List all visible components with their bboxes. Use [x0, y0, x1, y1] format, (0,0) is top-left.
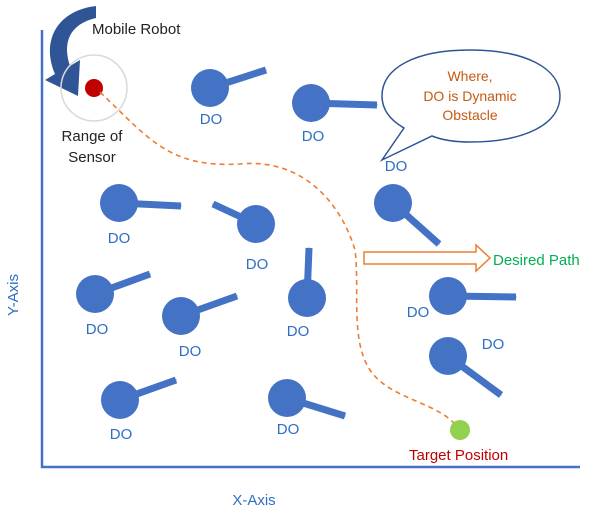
callout-line2: DO is Dynamic	[423, 88, 516, 104]
y-axis-label: Y-Axis	[5, 274, 22, 316]
dynamic-obstacle: DO	[76, 270, 152, 338]
range-label-line1: Range of	[62, 128, 124, 145]
planned-path	[99, 91, 459, 429]
desired-path-label: Desired Path	[493, 252, 580, 269]
mobile-robot-label: Mobile Robot	[92, 21, 181, 38]
x-axis-label: X-Axis	[232, 492, 275, 509]
callout-line3: Obstacle	[442, 107, 497, 123]
obstacle-label: DO	[108, 230, 131, 247]
dynamic-obstacle: DO	[292, 84, 378, 145]
dynamic-obstacle: DO	[100, 184, 182, 247]
obstacle-label: DO	[200, 111, 223, 128]
obstacle-label: DO	[302, 128, 325, 145]
obstacle-label: DO	[277, 421, 300, 438]
callout-line1: Where,	[447, 68, 492, 84]
target-dot	[450, 420, 470, 440]
obstacle-label: DO	[179, 343, 202, 360]
obstacle-label: DO	[86, 321, 109, 338]
dynamic-obstacle: DO	[162, 292, 239, 360]
obstacle-label: DO	[482, 336, 505, 353]
range-label-line2: Sensor	[68, 149, 116, 166]
obstacle-label: DO	[407, 304, 430, 321]
dynamic-obstacle: DO	[211, 200, 275, 273]
desired-path-arrow	[363, 243, 492, 273]
dynamic-obstacle: DO	[101, 376, 178, 443]
dynamic-obstacle: DO	[268, 379, 347, 438]
dynamic-obstacle: DO	[287, 247, 326, 340]
dynamic-obstacle: DO	[374, 158, 442, 247]
callout-bubble	[379, 49, 561, 162]
dynamic-obstacle: DO	[191, 66, 268, 128]
dynamic-obstacle: DO	[429, 336, 505, 398]
obstacle-label: DO	[385, 158, 408, 175]
curved-arrow-icon	[45, 6, 96, 96]
target-position-label: Target Position	[409, 447, 508, 464]
obstacle-label: DO	[110, 426, 133, 443]
dynamic-obstacle: DO	[407, 277, 517, 321]
obstacle-label: DO	[246, 256, 269, 273]
sensor-range-circle	[60, 54, 128, 122]
obstacle-label: DO	[287, 323, 310, 340]
mobile-robot-dot	[85, 79, 103, 97]
